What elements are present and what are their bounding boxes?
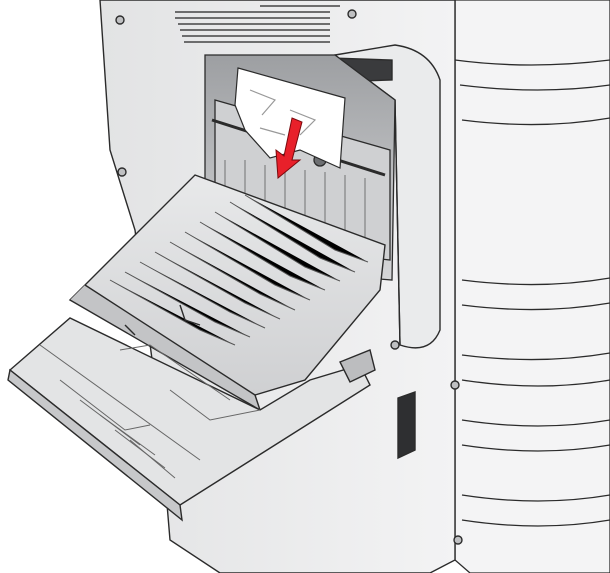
pull-direction-arrow-icon [275,117,303,179]
side-handle-recess [397,391,416,460]
vent-grille [175,5,340,43]
duplex-door-open [68,174,400,412]
printer-right-side [454,0,610,573]
multipurpose-feeder-icon [7,317,376,522]
